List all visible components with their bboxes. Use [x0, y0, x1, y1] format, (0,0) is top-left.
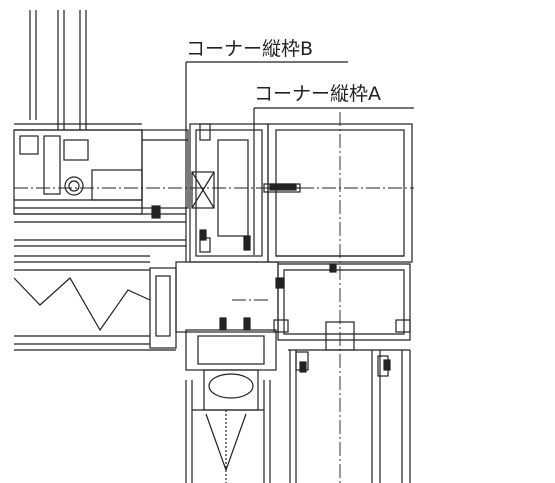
- leader-line-a: [253, 107, 414, 255]
- left-upper-frame: [14, 10, 142, 131]
- label-corner-mullion-b: コーナー縦枠B: [186, 38, 314, 60]
- fasteners: [151, 183, 391, 373]
- label-corner-mullion-a: コーナー縦枠A: [254, 83, 381, 105]
- lower-right-profile: [273, 263, 411, 351]
- corner-mullion-a: [263, 123, 413, 263]
- right-sash-verticals: [289, 350, 411, 483]
- center-lines: [14, 112, 414, 483]
- insulation-zigzag: [13, 269, 151, 337]
- left-jamb-profile: [13, 129, 189, 215]
- left-panel-bands: [14, 213, 186, 351]
- corner-assembly: [149, 261, 279, 483]
- leader-line-b: [185, 61, 348, 262]
- corner-mullion-b: [189, 123, 269, 263]
